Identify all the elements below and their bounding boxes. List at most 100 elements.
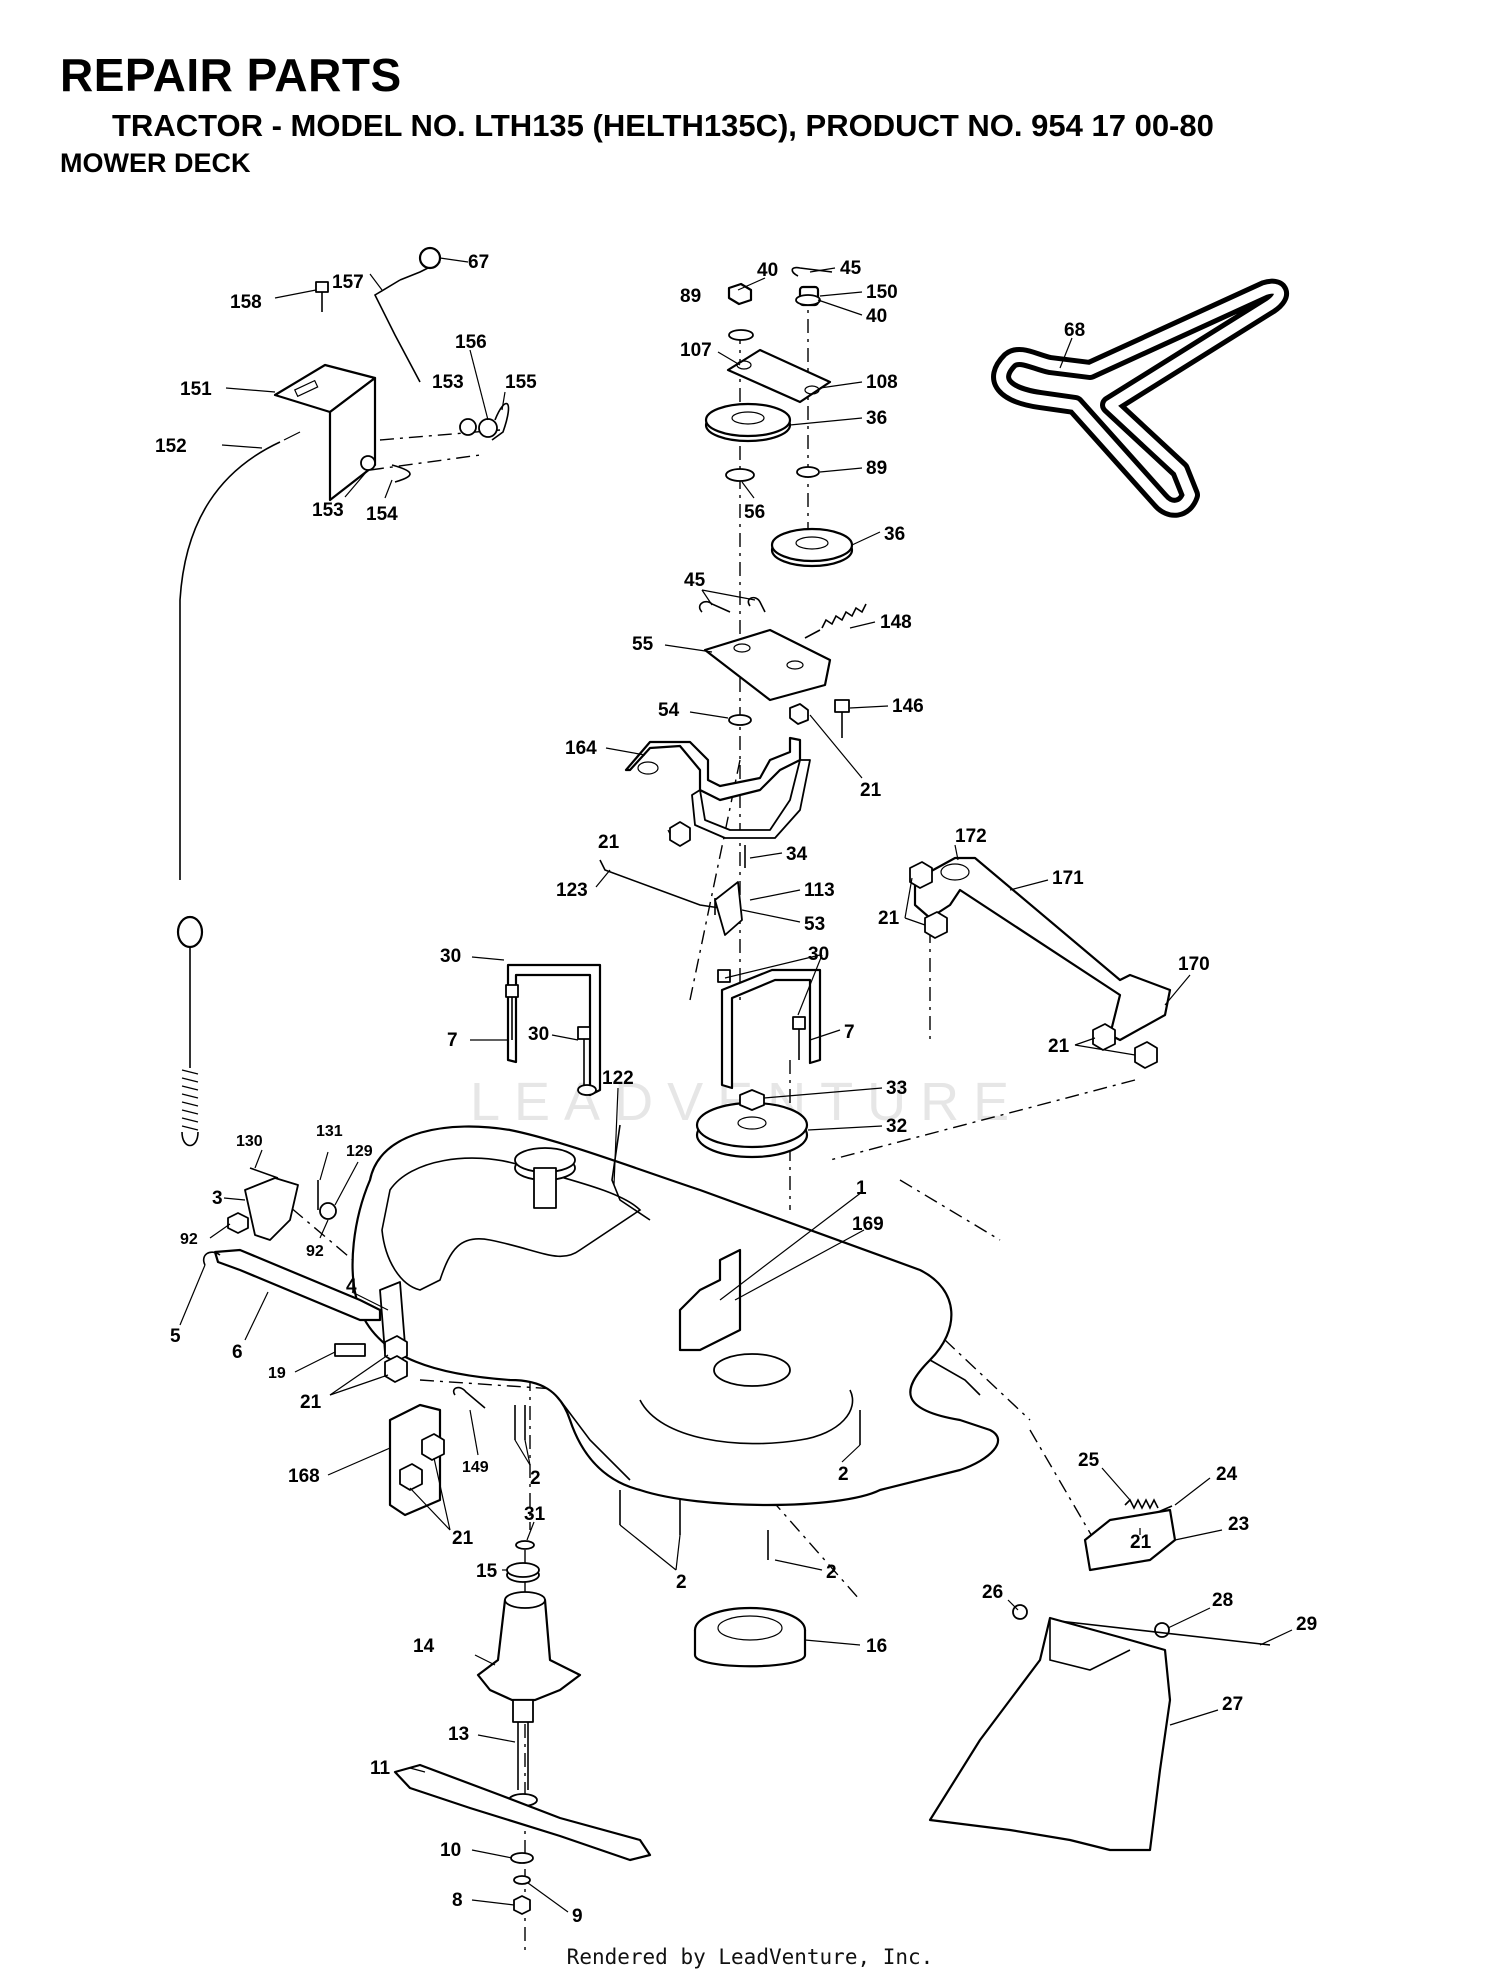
callout: 16 [866,1636,887,1657]
discharge-chute [928,1616,1172,1852]
callout: 152 [155,436,187,457]
callout: 14 [413,1636,435,1657]
lift-link-arm [909,856,1172,1069]
deck-bolts [514,1405,861,1560]
callout: 56 [744,502,765,523]
callout: 28 [1212,1590,1233,1611]
callout: 25 [1078,1450,1100,1471]
callout: 30 [440,946,461,967]
callout: 89 [866,458,887,479]
callout: 157 [332,272,364,293]
callout: 156 [455,332,487,353]
callout: 170 [1178,954,1210,975]
mower-blade [393,1763,652,1862]
callout: 21 [300,1392,322,1413]
callout: 36 [884,524,905,545]
model-line: TRACTOR - MODEL NO. LTH135 (HELTH135C), … [112,108,1214,143]
callout: 10 [440,1840,461,1861]
callout: 122 [602,1068,634,1089]
callout: 153 [312,500,344,521]
drive-belt [991,278,1289,518]
idler-pulley-stack [704,266,854,568]
callout: 29 [1296,1614,1317,1635]
callout: 155 [505,372,537,393]
idler-bracket-group [698,596,867,738]
callout: 2 [530,1468,541,1489]
callout: 154 [366,504,398,525]
discharge-chute-group [928,1498,1271,1852]
callout: 40 [757,260,778,281]
callout: 146 [892,696,924,717]
callout: 129 [346,1143,373,1160]
deck-pulley [695,1089,809,1159]
callout: 113 [804,880,835,901]
callout: 1 [856,1178,867,1199]
callout: 23 [1228,1514,1249,1535]
callout: 45 [684,570,706,591]
callout: 33 [886,1078,907,1099]
callout: 27 [1222,1694,1243,1715]
spindle-baffle [693,1606,807,1668]
callout: 21 [860,780,882,801]
callout: 6 [232,1342,243,1363]
callout: 67 [468,252,489,273]
callout: 8 [452,1890,463,1911]
control-lever-group [176,246,510,1147]
callout: 21 [1048,1036,1070,1057]
callout: 158 [230,292,262,313]
lift-lever-rod [373,279,421,383]
callout: 4 [346,1276,357,1297]
callout: 92 [180,1231,198,1248]
callout: 7 [844,1022,855,1043]
callout: 31 [524,1504,546,1525]
spindle-housing [476,1598,582,1702]
idler-arm-bracket [624,736,811,839]
callout: 123 [556,880,588,901]
callout: 92 [306,1243,324,1260]
callout: 172 [955,826,987,847]
callout: 40 [866,306,887,327]
callout: 7 [447,1030,458,1051]
cable-spring [181,1069,199,1131]
callout: 19 [268,1365,286,1382]
leader-lines [179,257,1293,1913]
callout: 149 [462,1459,489,1476]
callout: 55 [632,634,654,655]
callout: 34 [786,844,808,865]
callout: 151 [180,379,212,400]
lever-knob [418,246,442,270]
idler-spring [804,603,867,639]
callout: 164 [565,738,597,759]
callout: 53 [804,914,825,935]
cable-ferrule [176,915,204,949]
callout: 45 [840,258,862,279]
section-title: MOWER DECK [60,148,251,178]
callout: 150 [866,282,898,303]
callout: 21 [598,832,620,853]
hanger-brackets [505,963,822,1097]
page-title: REPAIR PARTS [60,49,402,101]
callout: 130 [236,1133,263,1150]
callout: 21 [452,1528,474,1549]
callout: 168 [288,1466,320,1487]
callout: 153 [432,372,464,393]
callout: 2 [838,1464,849,1485]
callout: 11 [370,1758,391,1779]
callout: 15 [476,1561,498,1582]
callout-labels: 67 157 158 151 156 153 155 152 153 154 4… [155,252,1317,1927]
front-link-group [202,1167,486,1517]
callout: 169 [852,1214,884,1235]
callout: 68 [1064,320,1085,341]
lift-cable [179,441,281,880]
callout: 30 [808,944,829,965]
callout: 32 [886,1116,907,1137]
front-link [213,1248,382,1322]
footer-credit: Rendered by LeadVenture, Inc. [566,1945,934,1969]
callout: 36 [866,408,887,429]
mower-deck [351,1124,1000,1507]
callout: 171 [1052,868,1084,889]
idler-bracket [703,628,832,702]
callout: 13 [448,1724,469,1745]
callout: 3 [212,1188,223,1209]
